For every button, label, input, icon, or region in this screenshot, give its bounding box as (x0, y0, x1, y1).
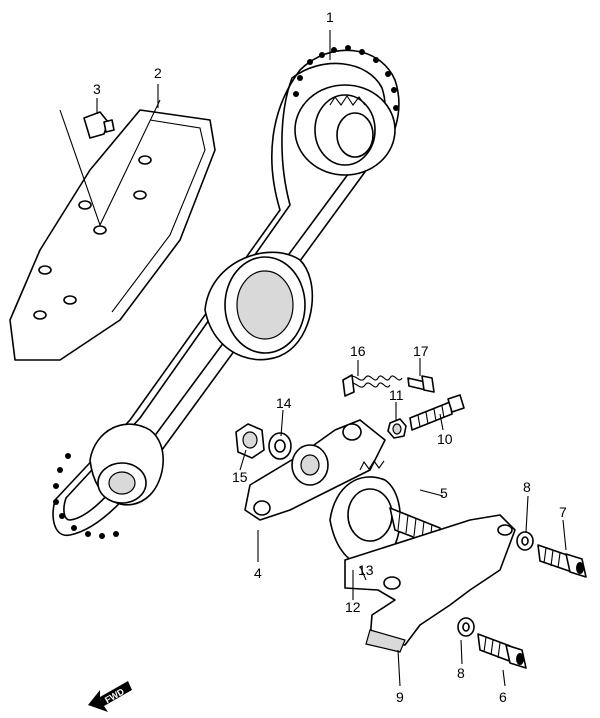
small-bolt (407, 375, 435, 393)
callout-9: 9 (396, 689, 404, 705)
guide-bolt (59, 99, 161, 227)
leader-lines (96, 30, 567, 687)
crank-sprocket (89, 423, 164, 506)
washer-upper (516, 531, 534, 551)
cap-nut (235, 423, 265, 459)
callout-16: 16 (350, 343, 366, 359)
lock-nut (387, 418, 407, 439)
callout-2: 2 (154, 65, 162, 81)
callout-10: 10 (437, 431, 453, 447)
tensioner-spring (342, 374, 403, 397)
forward-arrow-icon: FWD (88, 681, 132, 712)
callout-17: 17 (413, 343, 429, 359)
callout-5: 5 (440, 485, 448, 501)
idler-ring (204, 251, 314, 361)
callout-7: 7 (559, 504, 567, 520)
callout-11: 11 (389, 387, 404, 403)
callout-13: 13 (358, 562, 374, 578)
callout-12: 12 (345, 599, 361, 615)
callout-3: 3 (93, 81, 101, 97)
tensioner-bracket (344, 514, 516, 653)
cam-sprocket (294, 84, 396, 176)
washer-lower (457, 617, 475, 637)
callout-8-lower: 8 (457, 665, 465, 681)
callout-1: 1 (326, 9, 334, 25)
bolt-lower (477, 633, 527, 669)
tensioner-housing (244, 419, 386, 521)
chain-guide (9, 109, 216, 361)
callout-4: 4 (254, 565, 262, 581)
callout-14: 14 (276, 395, 292, 411)
callout-6: 6 (499, 689, 507, 705)
adjuster-bolt (409, 394, 465, 431)
callout-8-upper: 8 (523, 479, 531, 495)
callout-labels: 1 2 3 4 5 6 7 8 8 9 10 11 12 13 14 15 16… (93, 9, 567, 705)
bolt-upper (537, 544, 587, 578)
callout-15: 15 (232, 469, 248, 485)
cam-chain (52, 45, 400, 539)
seal-washer (268, 432, 292, 460)
